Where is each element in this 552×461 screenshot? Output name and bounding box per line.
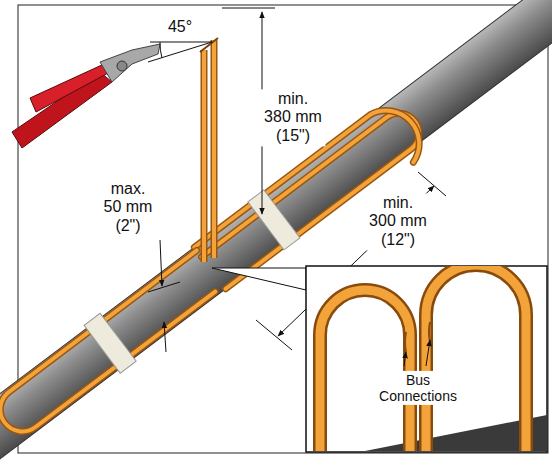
cutting-pliers	[12, 44, 160, 148]
detail-inset	[429, 322, 430, 342]
angle-dimension	[148, 42, 212, 62]
detail-inset	[426, 340, 430, 366]
angle-dimension	[148, 42, 212, 62]
cutting-pliers	[117, 61, 127, 71]
angle-dimension	[160, 42, 162, 58]
cutting-pliers	[100, 44, 160, 82]
spacing-dimension	[418, 172, 446, 196]
heating-cable	[0, 250, 223, 440]
detail-inset	[360, 415, 547, 451]
detail-inset	[320, 266, 547, 451]
cable-tail	[211, 40, 218, 258]
cable-tail	[202, 50, 206, 262]
detail-inset	[212, 265, 547, 455]
dimension-label: min. 300 mm (12")	[365, 193, 430, 250]
detail-inset	[426, 266, 526, 451]
fixing-tape	[84, 313, 136, 373]
heating-cable	[0, 250, 223, 440]
dimension-label: min. 380 mm (15")	[260, 89, 325, 146]
offset-dimension	[148, 240, 180, 352]
cutting-pliers	[30, 64, 110, 112]
fixing-tape	[248, 190, 300, 250]
cable-tail	[212, 40, 216, 258]
offset-dimension	[164, 322, 166, 352]
callout-label: Bus Connections	[376, 371, 460, 405]
detail-inset	[404, 352, 406, 366]
dimension-label: max. 50 mm (2")	[99, 179, 158, 236]
detail-inset	[405, 332, 406, 352]
angle-dimension	[150, 42, 212, 43]
height-dimension	[222, 8, 275, 9]
offset-dimension	[148, 282, 180, 292]
cable-tail	[201, 50, 208, 262]
cable-tail	[200, 38, 218, 262]
dimension-label: 45°	[166, 17, 194, 37]
detail-inset	[212, 268, 306, 290]
offset-dimension	[160, 240, 162, 286]
spacing-dimension	[256, 320, 292, 350]
detail-inset	[426, 266, 526, 451]
